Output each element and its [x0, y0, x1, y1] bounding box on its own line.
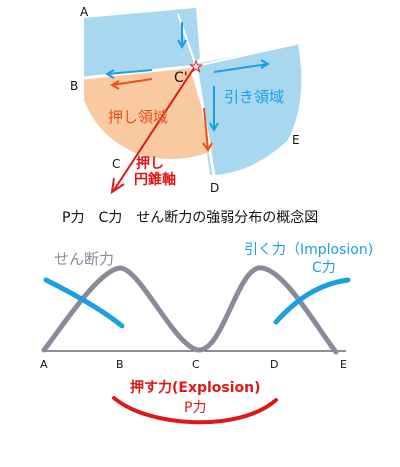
- star-icon: [189, 59, 203, 73]
- push-force-curve: [112, 396, 278, 425]
- point-c-label: C: [112, 157, 120, 171]
- pull-force-curve-right: [273, 277, 351, 325]
- axis-label-e: E: [340, 358, 347, 371]
- pull-region-right: [195, 44, 302, 175]
- shear-force-curve: [41, 265, 339, 355]
- point-b-label: B: [70, 79, 78, 93]
- push-region-label: 押し領域: [108, 108, 168, 126]
- cone-axis-label-line2: 円錐軸: [134, 171, 176, 188]
- pull-force-label-line2: C力: [312, 260, 336, 276]
- fault-line-ce: [195, 43, 297, 67]
- pull-arrows: [104, 22, 271, 133]
- caption: P力 C力 せん断力の強弱分布の概念図: [62, 209, 318, 226]
- pull-region-label: 引き領域: [224, 88, 284, 106]
- shear-force-label: せん断力: [54, 250, 114, 268]
- point-a-label: A: [80, 5, 89, 19]
- cone-axis-label-line1: 押し: [136, 155, 164, 172]
- pull-force-curve-left: [43, 277, 125, 329]
- point-c-prime-label: C': [174, 70, 188, 86]
- push-region: [84, 68, 214, 159]
- axis-label-b: B: [116, 358, 124, 371]
- pull-region-upper: [84, 8, 200, 78]
- axis-label-d: D: [270, 358, 278, 371]
- focal-diagram: A B C' C D E 押し領域 引き領域 押し 円錐軸: [70, 5, 302, 195]
- axis-label-a: A: [40, 358, 48, 371]
- push-force-label-line1: 押す力(Explosion): [130, 379, 261, 396]
- distribution-graph: A B C D E せん断力 引く力（Implosion) C力 押す力(Exp…: [40, 242, 373, 425]
- push-arrows: [109, 78, 213, 152]
- pull-force-label-line1: 引く力（Implosion): [244, 242, 373, 258]
- axis-label-c: C: [192, 358, 200, 371]
- cone-axis-arrow: [110, 67, 195, 195]
- point-e-label: E: [292, 133, 300, 147]
- push-force-label-line2: P力: [184, 400, 206, 416]
- point-d-label: D: [210, 181, 219, 195]
